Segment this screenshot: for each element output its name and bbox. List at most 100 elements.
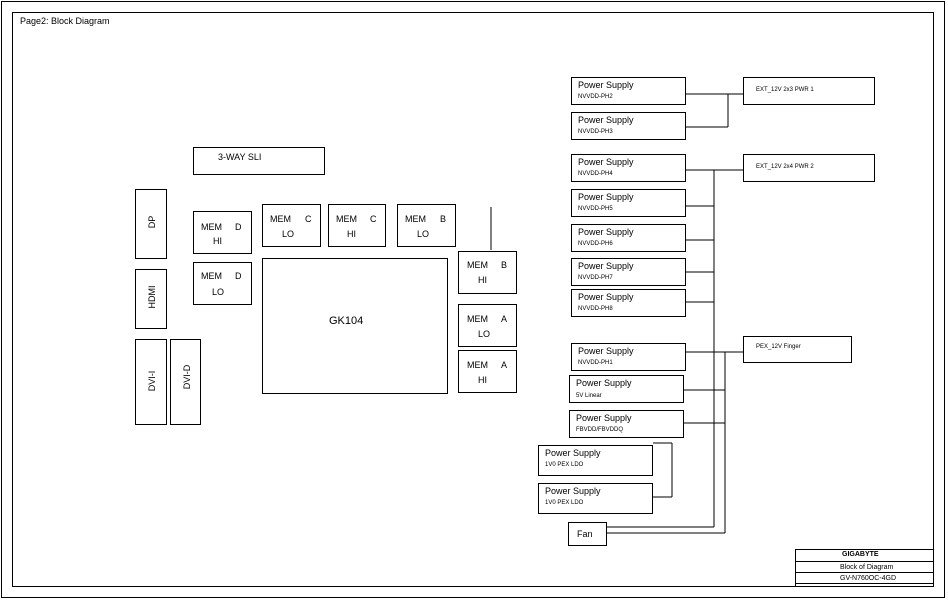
mem-half: LO: [478, 329, 491, 339]
mem-half: LO: [282, 229, 295, 239]
mem-bank: D: [235, 222, 242, 232]
mem-bank: D: [235, 271, 242, 281]
dp-label: DP: [147, 215, 157, 229]
dvi-d-label: DVI-D: [182, 364, 192, 390]
power-supply-label: Power Supply: [578, 227, 634, 237]
ext-12v-pwr1-connector: EXT_12V 2x3 PWR 1: [743, 77, 875, 105]
mem-half: LO: [212, 287, 225, 297]
mem-half: HI: [478, 375, 487, 385]
mem-b-lo: MEM B LO: [397, 204, 456, 247]
page-title: Page2: Block Diagram: [20, 16, 110, 26]
mem-a-lo: MEM A LO: [458, 304, 517, 347]
power-rail-label: NVVDD-PH6: [578, 241, 613, 247]
power-supply-ph2: Power Supply NVVDD-PH2: [571, 77, 686, 105]
power-supply-label: Power Supply: [578, 80, 634, 90]
mem-label: MEM: [201, 222, 222, 232]
connector-label: EXT_12V 2x4 PWR 2: [756, 164, 814, 170]
mem-c-hi: MEM C HI: [328, 204, 386, 247]
power-rail-label: 1V0 PEX LDO: [545, 462, 584, 468]
power-rail-label: NVVDD-PH5: [578, 206, 613, 212]
mem-label: MEM: [467, 314, 488, 324]
power-rail-label: 5V Linear: [576, 393, 602, 399]
power-supply-pex-ldo-1: Power Supply 1V0 PEX LDO: [538, 445, 653, 476]
power-rail-label: NVVDD-PH4: [578, 171, 613, 177]
mem-bank: A: [501, 360, 508, 370]
mem-b-hi: MEM B HI: [458, 251, 517, 294]
power-supply-label: Power Supply: [578, 115, 634, 125]
power-supply-label: Power Supply: [545, 486, 601, 496]
company-name: GIGABYTE: [842, 551, 879, 558]
mem-bank: B: [501, 260, 508, 270]
dvi-d-connector: DVI-D: [170, 339, 201, 425]
title-block-divider: [796, 561, 933, 562]
fan-label: Fan: [577, 529, 593, 539]
power-rail-label: NVVDD-PH8: [578, 306, 613, 312]
dvi-i-label: DVI-I: [147, 370, 157, 392]
ext-12v-pwr2-connector: EXT_12V 2x4 PWR 2: [743, 154, 875, 182]
mem-a-hi: MEM A HI: [458, 350, 517, 393]
power-supply-pex-ldo-2: Power Supply 1V0 PEX LDO: [538, 483, 653, 514]
power-supply-ph5: Power Supply NVVDD-PH5: [571, 189, 686, 217]
inner-border: [12, 12, 934, 587]
power-supply-label: Power Supply: [576, 413, 632, 423]
gpu-block: GK104: [262, 258, 448, 394]
power-rail-label: NVVDD-PH2: [578, 94, 613, 100]
power-supply-ph8: Power Supply NVVDD-PH8: [571, 289, 686, 317]
title-block-divider: [796, 583, 933, 584]
power-supply-label: Power Supply: [576, 378, 632, 388]
drawing-title: Block of Diagram: [840, 564, 894, 571]
power-supply-label: Power Supply: [545, 448, 601, 458]
power-supply-label: Power Supply: [578, 292, 634, 302]
mem-half: LO: [417, 229, 430, 239]
power-rail-label: FBVDD/FBVDDQ: [576, 427, 624, 433]
mem-half: HI: [347, 229, 356, 239]
mem-bank: A: [501, 314, 508, 324]
mem-d-hi: MEM D HI: [193, 211, 252, 254]
power-supply-fbvdd: Power Supply FBVDD/FBVDDQ: [569, 410, 684, 438]
mem-label: MEM: [201, 271, 222, 281]
dvi-i-connector: DVI-I: [135, 339, 167, 425]
power-rail-label: NVVDD-PH1: [578, 360, 613, 366]
fan-block: Fan: [568, 522, 607, 546]
power-rail-label: 1V0 PEX LDO: [545, 500, 584, 506]
power-supply-ph6: Power Supply NVVDD-PH6: [571, 224, 686, 252]
mem-d-lo: MEM D LO: [193, 262, 252, 305]
pex-12v-finger-connector: PEX_12V Finger: [743, 336, 852, 363]
dp-connector: DP: [135, 189, 167, 259]
mem-bank: B: [440, 214, 447, 224]
connector-label: EXT_12V 2x3 PWR 1: [756, 87, 814, 93]
power-supply-label: Power Supply: [578, 346, 634, 356]
power-supply-ph7: Power Supply NVVDD-PH7: [571, 258, 686, 286]
power-rail-label: NVVDD-PH7: [578, 275, 613, 281]
power-supply-label: Power Supply: [578, 192, 634, 202]
mem-bank: C: [370, 214, 377, 224]
mem-c-lo: MEM C LO: [262, 204, 321, 247]
mem-half: HI: [213, 236, 222, 246]
gpu-label: GK104: [329, 315, 364, 327]
hdmi-connector: HDMI: [135, 269, 167, 329]
power-supply-ph3: Power Supply NVVDD-PH3: [571, 112, 686, 140]
power-supply-ph4: Power Supply NVVDD-PH4: [571, 154, 686, 182]
mem-bank: C: [305, 214, 312, 224]
title-block: GIGABYTE Block of Diagram GV-N760OC-4GD: [795, 549, 934, 587]
sli-label: 3-WAY SLI: [218, 152, 262, 162]
mem-label: MEM: [467, 360, 488, 370]
connector-label: PEX_12V Finger: [756, 344, 801, 350]
power-supply-5v-linear: Power Supply 5V Linear: [569, 375, 684, 403]
power-supply-label: Power Supply: [578, 261, 634, 271]
hdmi-label: HDMI: [147, 285, 157, 309]
mem-label: MEM: [270, 214, 291, 224]
model-number: GV-N760OC-4GD: [840, 575, 897, 582]
power-supply-ph1: Power Supply NVVDD-PH1: [571, 343, 686, 371]
power-supply-label: Power Supply: [578, 157, 634, 167]
mem-label: MEM: [467, 260, 488, 270]
sli-block: 3-WAY SLI: [193, 147, 325, 175]
mem-half: HI: [478, 275, 487, 285]
mem-label: MEM: [405, 214, 426, 224]
title-block-divider: [796, 572, 933, 573]
mem-label: MEM: [336, 214, 357, 224]
power-rail-label: NVVDD-PH3: [578, 129, 613, 135]
